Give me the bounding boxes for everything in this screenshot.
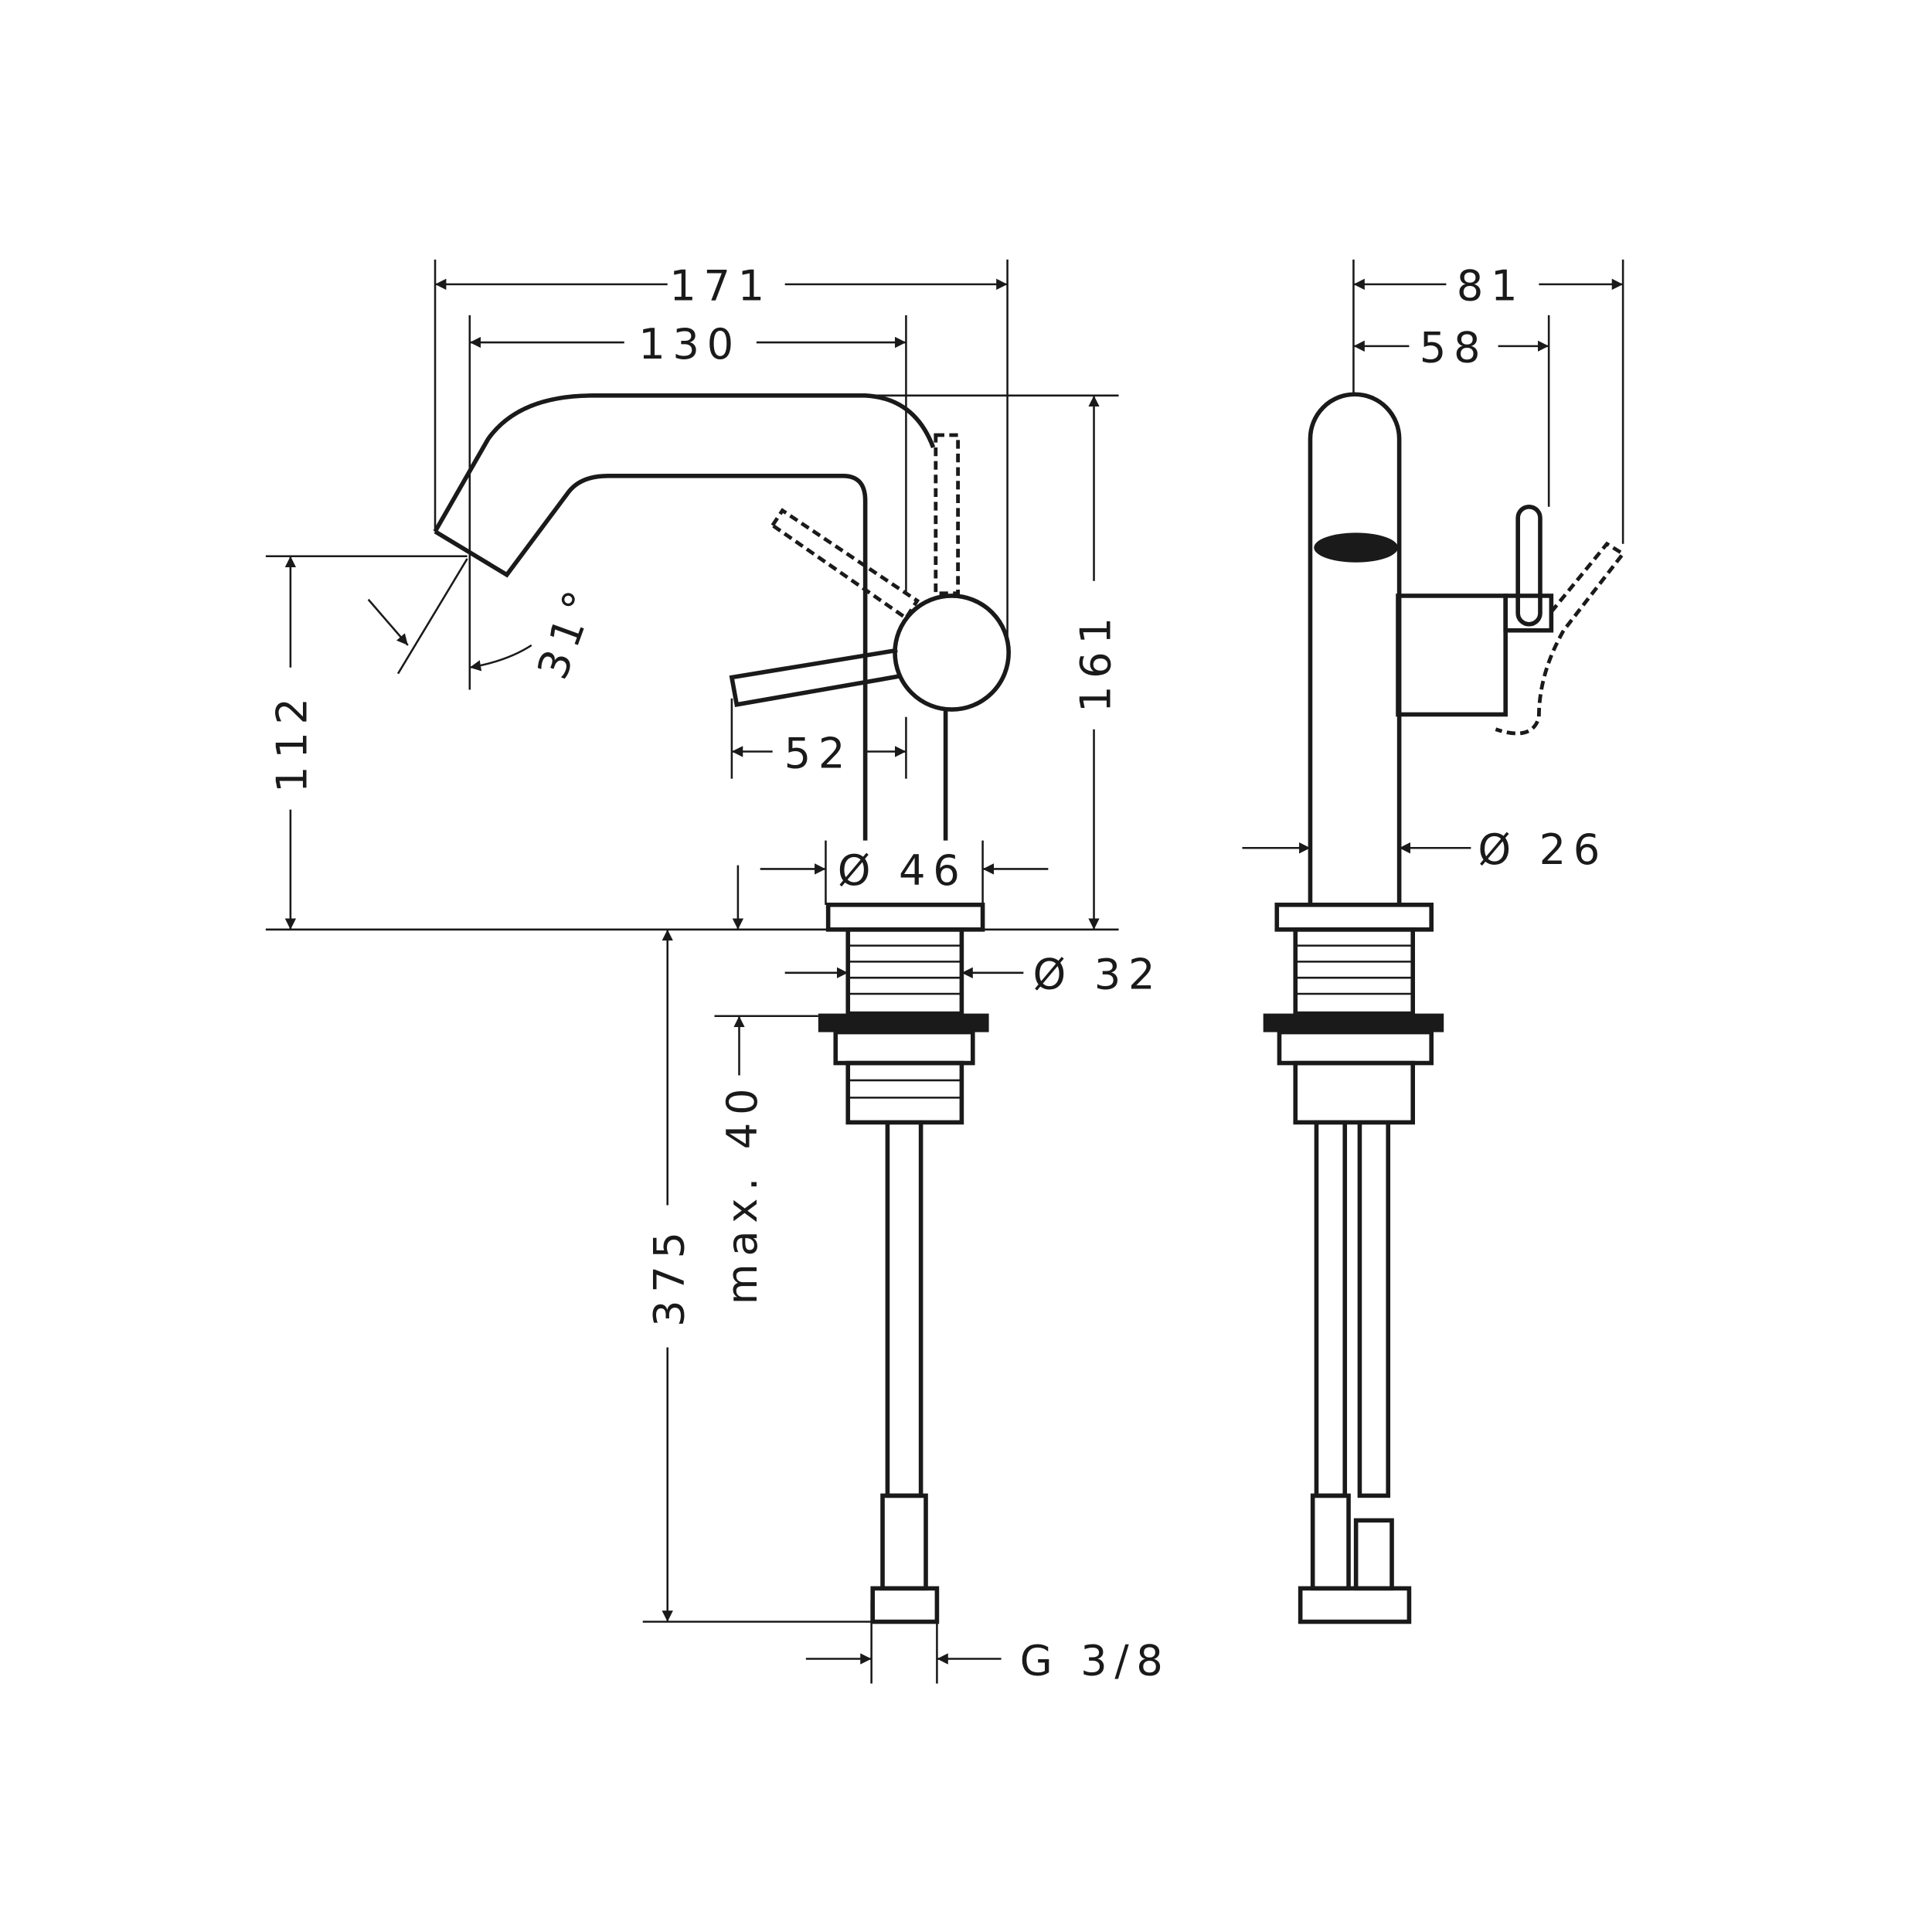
dim-32-label: Ø 32 [1033,951,1163,999]
side-nut [1277,1029,1434,1066]
dim-171-label: 171 [669,262,772,311]
side-shank [1293,927,1416,1016]
dim-130-label: 130 [638,320,741,369]
lever-alt-vertical [934,433,961,596]
lever-alt-diagonal [770,508,920,621]
base-plate [825,903,985,932]
side-lower-shank [1293,1060,1416,1125]
dim-58-label: 58 [1420,324,1488,372]
lever-hub [1503,594,1554,633]
side-fitting-2 [1353,1518,1394,1591]
side-hose-1 [1314,1120,1348,1498]
angle-arrow-1 [367,598,409,646]
side-hose-nuts [1298,1586,1412,1624]
front-view: 171 130 161 112 31° 52 Ø 46 Ø 32 max. 40… [265,259,1171,1685]
shank-threads [848,944,962,995]
lever [729,648,900,707]
dim-81-label: 81 [1457,262,1525,311]
dim-g38-label: G 3/8 [1020,1636,1171,1685]
hose-fitting [880,1493,928,1591]
dim-max40-label: max. 40 [718,1081,767,1304]
dim-112-label: 112 [268,690,317,793]
lever-alt-side [1495,541,1626,736]
angle-label: 31° [528,578,607,685]
threaded-shank [845,927,964,1016]
angle-arrow-2 [469,644,532,672]
side-base-plate [1274,903,1434,932]
fixing-washer [818,1013,989,1032]
spout-pipe [1308,392,1402,905]
side-hose-2 [1357,1120,1391,1498]
spout [433,393,936,841]
fixing-nut [833,1029,975,1066]
extension-lines [265,259,1119,1684]
side-lever [1515,504,1543,627]
dim-375-label: 375 [645,1224,694,1327]
dim-52-label: 52 [784,729,852,777]
side-fitting-1 [1310,1493,1351,1591]
supply-hose [885,1120,923,1498]
side-washer [1263,1013,1444,1032]
handle-cartridge [893,594,1011,712]
dim-161-label: 161 [1071,610,1120,713]
dim-26-label: Ø 26 [1478,825,1607,874]
dim-46-label: Ø 46 [838,846,968,895]
hose-nut [870,1586,940,1624]
side-view: 81 58 Ø 26 [1242,259,1626,1624]
handle-body [1396,594,1508,717]
spout-outlet [1314,532,1399,563]
lower-shank [845,1060,964,1125]
